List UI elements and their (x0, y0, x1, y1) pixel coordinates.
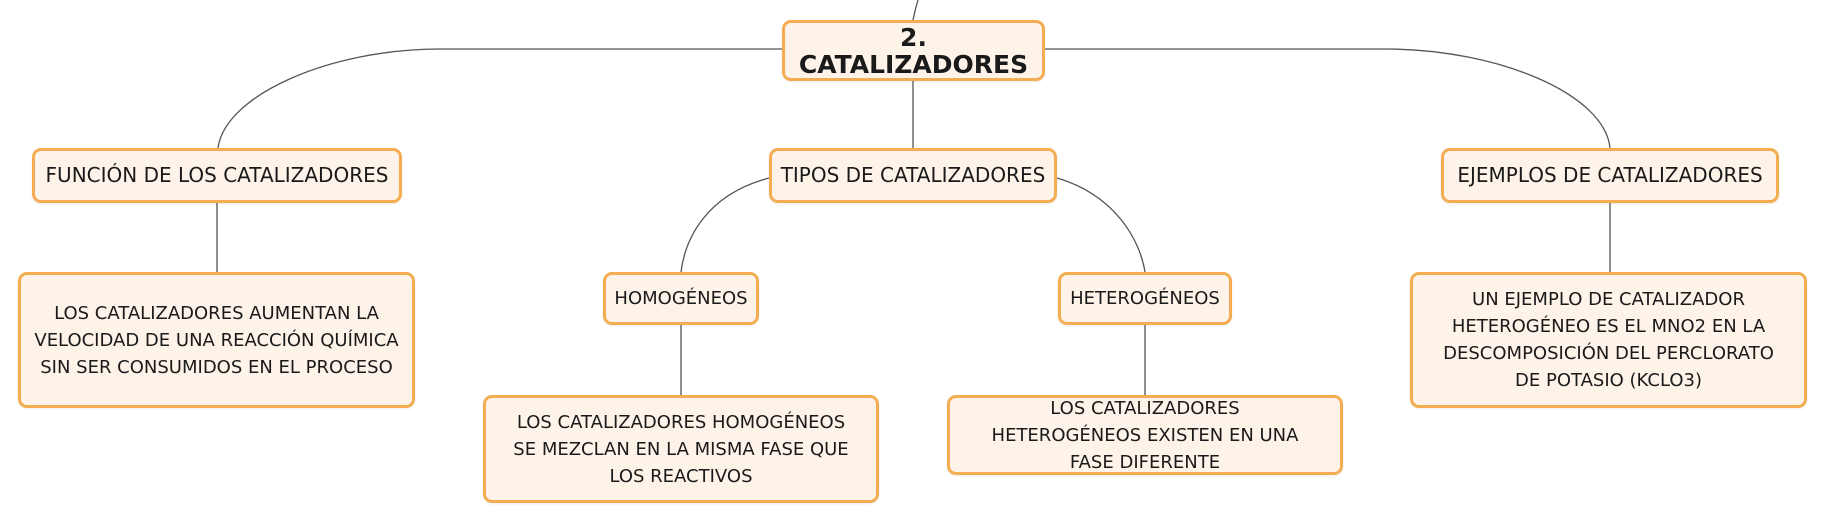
node-root[interactable]: 2. CATALIZADORES (782, 20, 1045, 81)
node-root-label: 2. CATALIZADORES (798, 22, 1029, 79)
connector-root-ejemplos (1045, 48, 1611, 149)
node-funcion-desc-text: LOS CATALIZADORES AUMENTAN LA VELOCIDAD … (34, 302, 399, 378)
connector-root-funcion (217, 48, 782, 149)
node-heterogeneos[interactable]: HETEROGÉNEOS (1058, 272, 1232, 325)
node-tipos-label: TIPOS DE CATALIZADORES (780, 163, 1046, 187)
node-heterogeneos-desc-text: LOS CATALIZADORES HETEROGÉNEOS EXISTEN E… (991, 397, 1299, 473)
connector-parent-to-root (912, 0, 919, 21)
node-heterogeneos-desc[interactable]: LOS CATALIZADORES HETEROGÉNEOS EXISTEN E… (947, 395, 1343, 475)
node-homogeneos-desc-text: LOS CATALIZADORES HOMOGÉNEOS SE MEZCLAN … (513, 411, 849, 487)
node-ejemplos-label: EJEMPLOS DE CATALIZADORES (1457, 163, 1763, 187)
node-ejemplos[interactable]: EJEMPLOS DE CATALIZADORES (1441, 148, 1779, 203)
node-ejemplos-desc-text: UN EJEMPLO DE CATALIZADOR HETEROGÉNEO ES… (1443, 289, 1774, 391)
node-funcion-label: FUNCIÓN DE LOS CATALIZADORES (45, 163, 389, 187)
node-homogeneos-desc[interactable]: LOS CATALIZADORES HOMOGÉNEOS SE MEZCLAN … (483, 395, 879, 503)
connector-tipos-heterogeneos (1056, 177, 1146, 273)
node-homogeneos[interactable]: HOMOGÉNEOS (603, 272, 759, 325)
node-ejemplos-desc[interactable]: UN EJEMPLO DE CATALIZADOR HETEROGÉNEO ES… (1410, 272, 1807, 408)
node-homogeneos-label: HOMOGÉNEOS (614, 288, 748, 309)
node-funcion[interactable]: FUNCIÓN DE LOS CATALIZADORES (32, 148, 402, 203)
node-funcion-desc[interactable]: LOS CATALIZADORES AUMENTAN LA VELOCIDAD … (18, 272, 415, 408)
connector-tipos-homogeneos (680, 177, 770, 273)
node-heterogeneos-label: HETEROGÉNEOS (1070, 288, 1220, 309)
node-tipos[interactable]: TIPOS DE CATALIZADORES (769, 148, 1057, 203)
